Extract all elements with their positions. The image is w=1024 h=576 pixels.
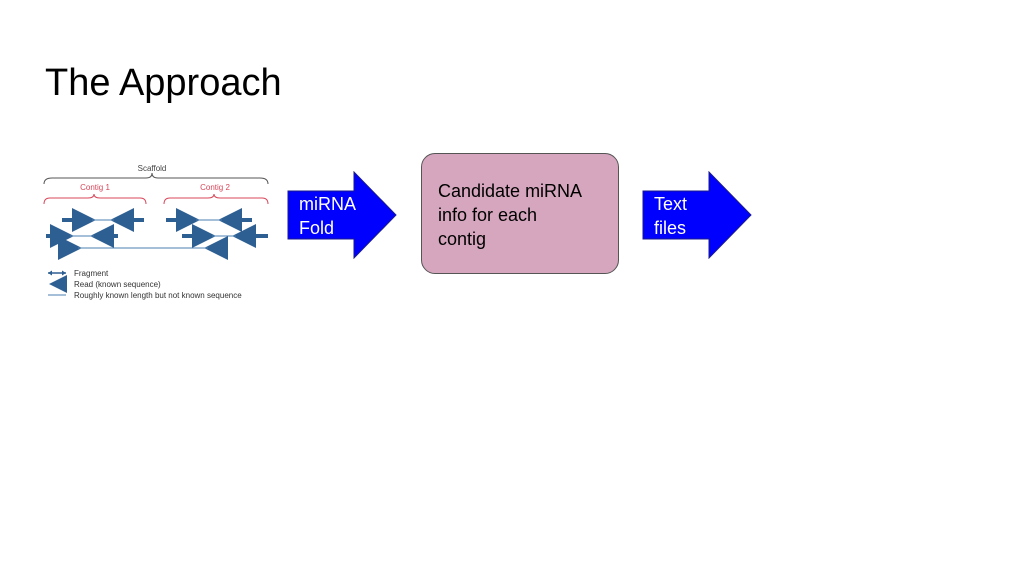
legend-read: Read (known sequence): [74, 280, 161, 289]
legend-length: Roughly known length but not known seque…: [74, 291, 242, 300]
scaffold-label: Scaffold: [138, 164, 167, 173]
text-files-label: Text files: [654, 194, 688, 238]
mirna-fold-arrow: [287, 171, 397, 259]
mirna-fold-label: miRNA Fold: [299, 194, 356, 238]
contig1-label: Contig 1: [80, 183, 110, 192]
contig2-bracket: [163, 193, 269, 205]
candidate-mirna-text: Candidate miRNA info for each contig: [438, 181, 583, 249]
contig1-bracket: [43, 193, 147, 205]
candidate-mirna-box: [421, 153, 619, 274]
legend-fragment-symbol: [48, 270, 66, 276]
text-files-arrow: [642, 171, 752, 259]
scaffold-bracket: [43, 172, 269, 185]
contig2-label: Contig 2: [200, 183, 230, 192]
slide-title: The Approach: [45, 62, 282, 104]
scaffold-diagram: Scaffold Contig 1 Contig 2 Fragment Read…: [43, 164, 269, 300]
legend-fragment: Fragment: [74, 269, 109, 278]
